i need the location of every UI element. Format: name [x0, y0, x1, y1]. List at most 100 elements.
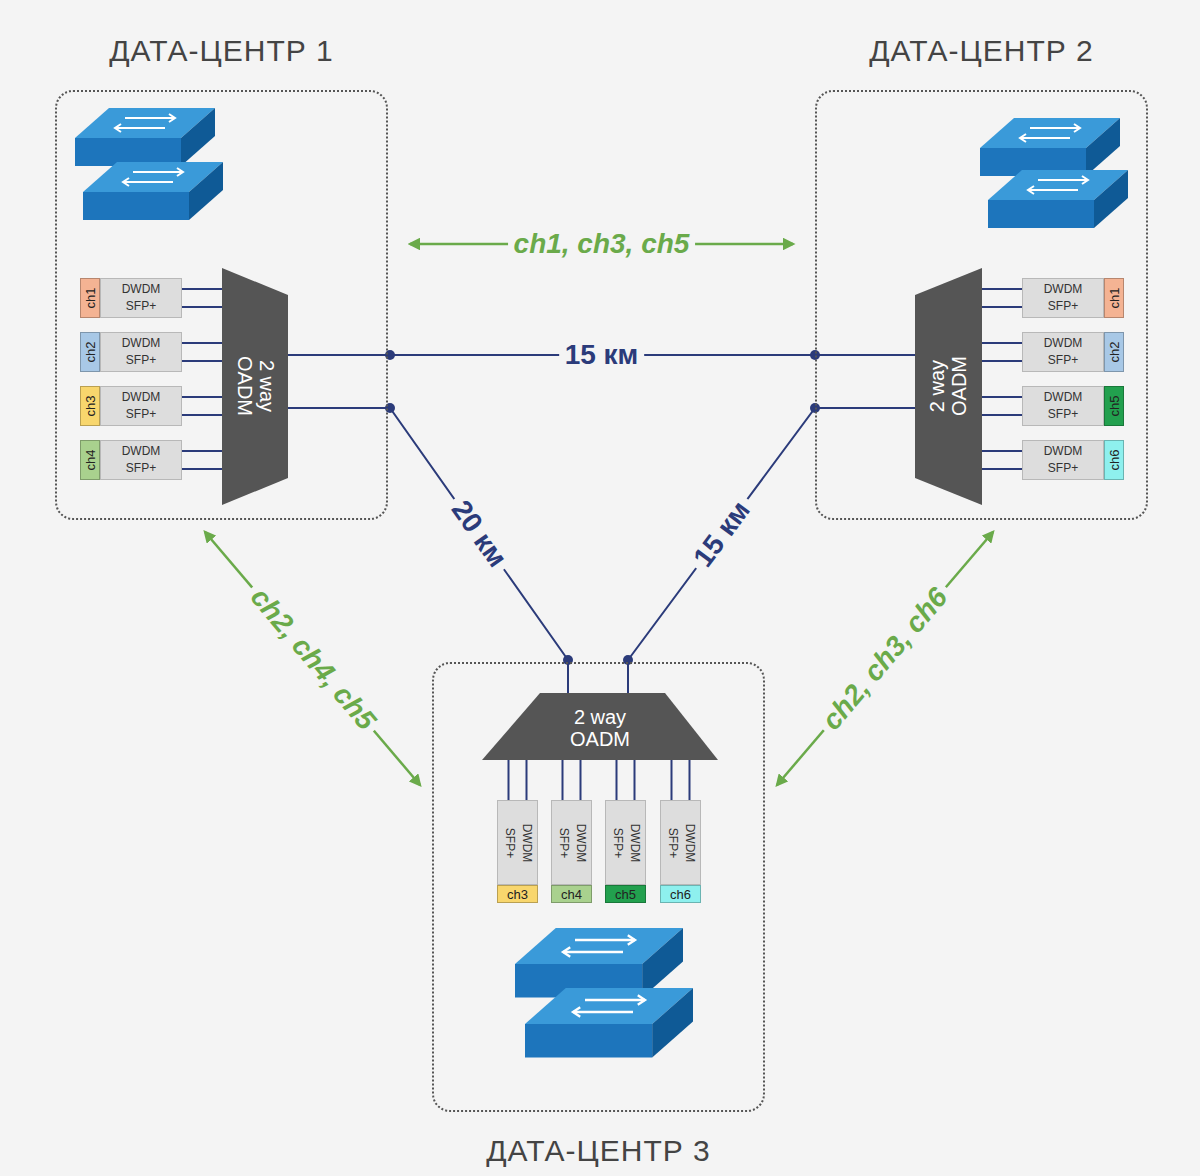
sfp-module: DWDM SFP+ch1 — [80, 278, 182, 318]
switch-arrow — [1030, 127, 1080, 129]
tag-text: ch3 — [83, 396, 98, 417]
patch-fiber — [182, 343, 222, 361]
oadm-box: 2 way OADM — [915, 268, 982, 505]
patch-fiber — [982, 343, 1022, 361]
sfp-module: DWDM SFP+ ch5 — [605, 800, 646, 903]
switch-arrow — [1028, 189, 1078, 191]
switch-arrow — [628, 935, 635, 945]
switch-arrow — [1028, 186, 1034, 194]
switch-icon — [75, 108, 215, 166]
tag-text: ch4 — [83, 450, 98, 471]
sfp-module: DWDM SFP+ ch6 — [660, 800, 701, 903]
switch-arrow — [563, 951, 623, 953]
connectors — [182, 244, 1022, 800]
fiber-line — [628, 408, 915, 693]
sfp-module: DWDM SFP+ch4 — [551, 800, 592, 903]
patch-fiber — [982, 289, 1022, 307]
switch-arrow — [1020, 134, 1026, 142]
channel-tag: ch6 — [1104, 440, 1124, 480]
switch-arrow — [115, 127, 165, 129]
switch-icon — [515, 928, 683, 998]
tag-text: ch1 — [83, 288, 98, 309]
tag-text: ch3 — [507, 887, 528, 902]
channel-arrow — [205, 532, 420, 785]
switch-arrow — [115, 124, 121, 132]
channel-tag: ch1 — [80, 278, 100, 318]
channel-tag: ch4 — [80, 440, 100, 480]
oadm-box: 2 way OADM — [482, 693, 718, 760]
switch-arrow — [638, 995, 645, 1005]
switch-face — [988, 200, 1094, 228]
oadm-trapezoid — [482, 693, 718, 760]
patch-fiber — [182, 289, 222, 307]
sfp-module: DWDM SFP+ch2 — [80, 332, 182, 372]
mod-text: DWDM SFP+ — [664, 820, 698, 866]
data-center-title: ДАТА-ЦЕНТР 2 — [817, 34, 1146, 68]
switch-icon — [988, 170, 1128, 228]
oadm-text: 2 way OADM — [927, 350, 970, 422]
channel-tag: ch4 — [551, 885, 592, 903]
sfp-module: DWDM SFP+ch5 — [1022, 386, 1124, 426]
switch-arrow — [1038, 179, 1088, 181]
channel-arrow — [410, 243, 793, 246]
switch-arrow — [123, 178, 129, 186]
channel-label: ch2, ch3, ch6 — [812, 577, 958, 741]
data-center-box: 2 way OADMDWDM SFP+ch1DWDM SFP+ch2DWDM S… — [55, 90, 388, 520]
switch-face — [181, 108, 215, 166]
tag-text: ch6 — [1107, 450, 1122, 471]
data-center-title: ДАТА-ЦЕНТР 1 — [57, 34, 386, 68]
switch-icon — [83, 162, 223, 220]
channel-tag: ch6 — [660, 885, 701, 903]
sfp-module: DWDM SFP+ ch4 — [80, 440, 182, 480]
mod-text: DWDM SFP+ — [1040, 281, 1086, 315]
oadm-text: 2 way OADM — [233, 350, 276, 422]
patch-fiber — [982, 451, 1022, 469]
switch-face — [652, 988, 693, 1058]
switch-arrow — [133, 171, 183, 173]
switch-face — [189, 162, 223, 220]
sfp-module: DWDM SFP+ ch3 — [80, 386, 182, 426]
fiber-line — [288, 354, 915, 356]
channel-label: ch1, ch3, ch5 — [508, 228, 696, 260]
oadm-text: 2 way OADM — [564, 707, 636, 750]
mod-text: DWDM SFP+ — [1040, 335, 1086, 369]
mod-text: DWDM SFP+ — [1040, 443, 1086, 477]
switch-arrow — [1020, 137, 1070, 139]
switch-arrow — [177, 168, 183, 176]
switch-face — [525, 1024, 652, 1058]
sfp-module: DWDM SFP+ ch6 — [1022, 440, 1124, 480]
patch-fiber — [563, 760, 581, 800]
mod-text: DWDM SFP+ — [118, 335, 164, 369]
tag-text: ch2 — [1107, 342, 1122, 363]
channel-tag: ch1 — [1104, 278, 1124, 318]
sfp-module: DWDM SFP+ch3 — [497, 800, 538, 903]
switch-face — [1086, 118, 1120, 176]
switch-arrow — [125, 117, 175, 119]
mod-text: DWDM SFP+ — [118, 443, 164, 477]
distance-label: 15 км — [559, 339, 645, 371]
channel-tag: ch3 — [497, 885, 538, 903]
switch-arrow — [573, 1007, 580, 1017]
distance-label: 20 км — [441, 490, 517, 578]
switch-arrow — [169, 114, 175, 122]
switch-arrow — [563, 947, 570, 957]
switch-face — [75, 138, 181, 166]
sfp-module: DWDM SFP+ ch1 — [1022, 278, 1124, 318]
tag-text: ch4 — [561, 887, 582, 902]
patch-fiber — [182, 397, 222, 415]
patch-fiber — [182, 451, 222, 469]
patch-fiber — [617, 760, 635, 800]
switch-icons — [75, 108, 1128, 1058]
channel-tag: ch5 — [605, 885, 646, 903]
mod-text: DWDM SFP+ — [609, 820, 643, 866]
sfp-module: DWDM SFP+ ch2 — [1022, 332, 1124, 372]
mod-text: DWDM SFP+ — [118, 389, 164, 423]
splice-dots — [385, 350, 820, 665]
distance-label: 15 км — [683, 490, 760, 578]
oadm-trapezoid — [222, 268, 288, 505]
switch-arrow — [575, 939, 635, 941]
patch-fiber — [509, 760, 527, 800]
channel-label: ch2, ch4, ch5 — [239, 577, 385, 741]
